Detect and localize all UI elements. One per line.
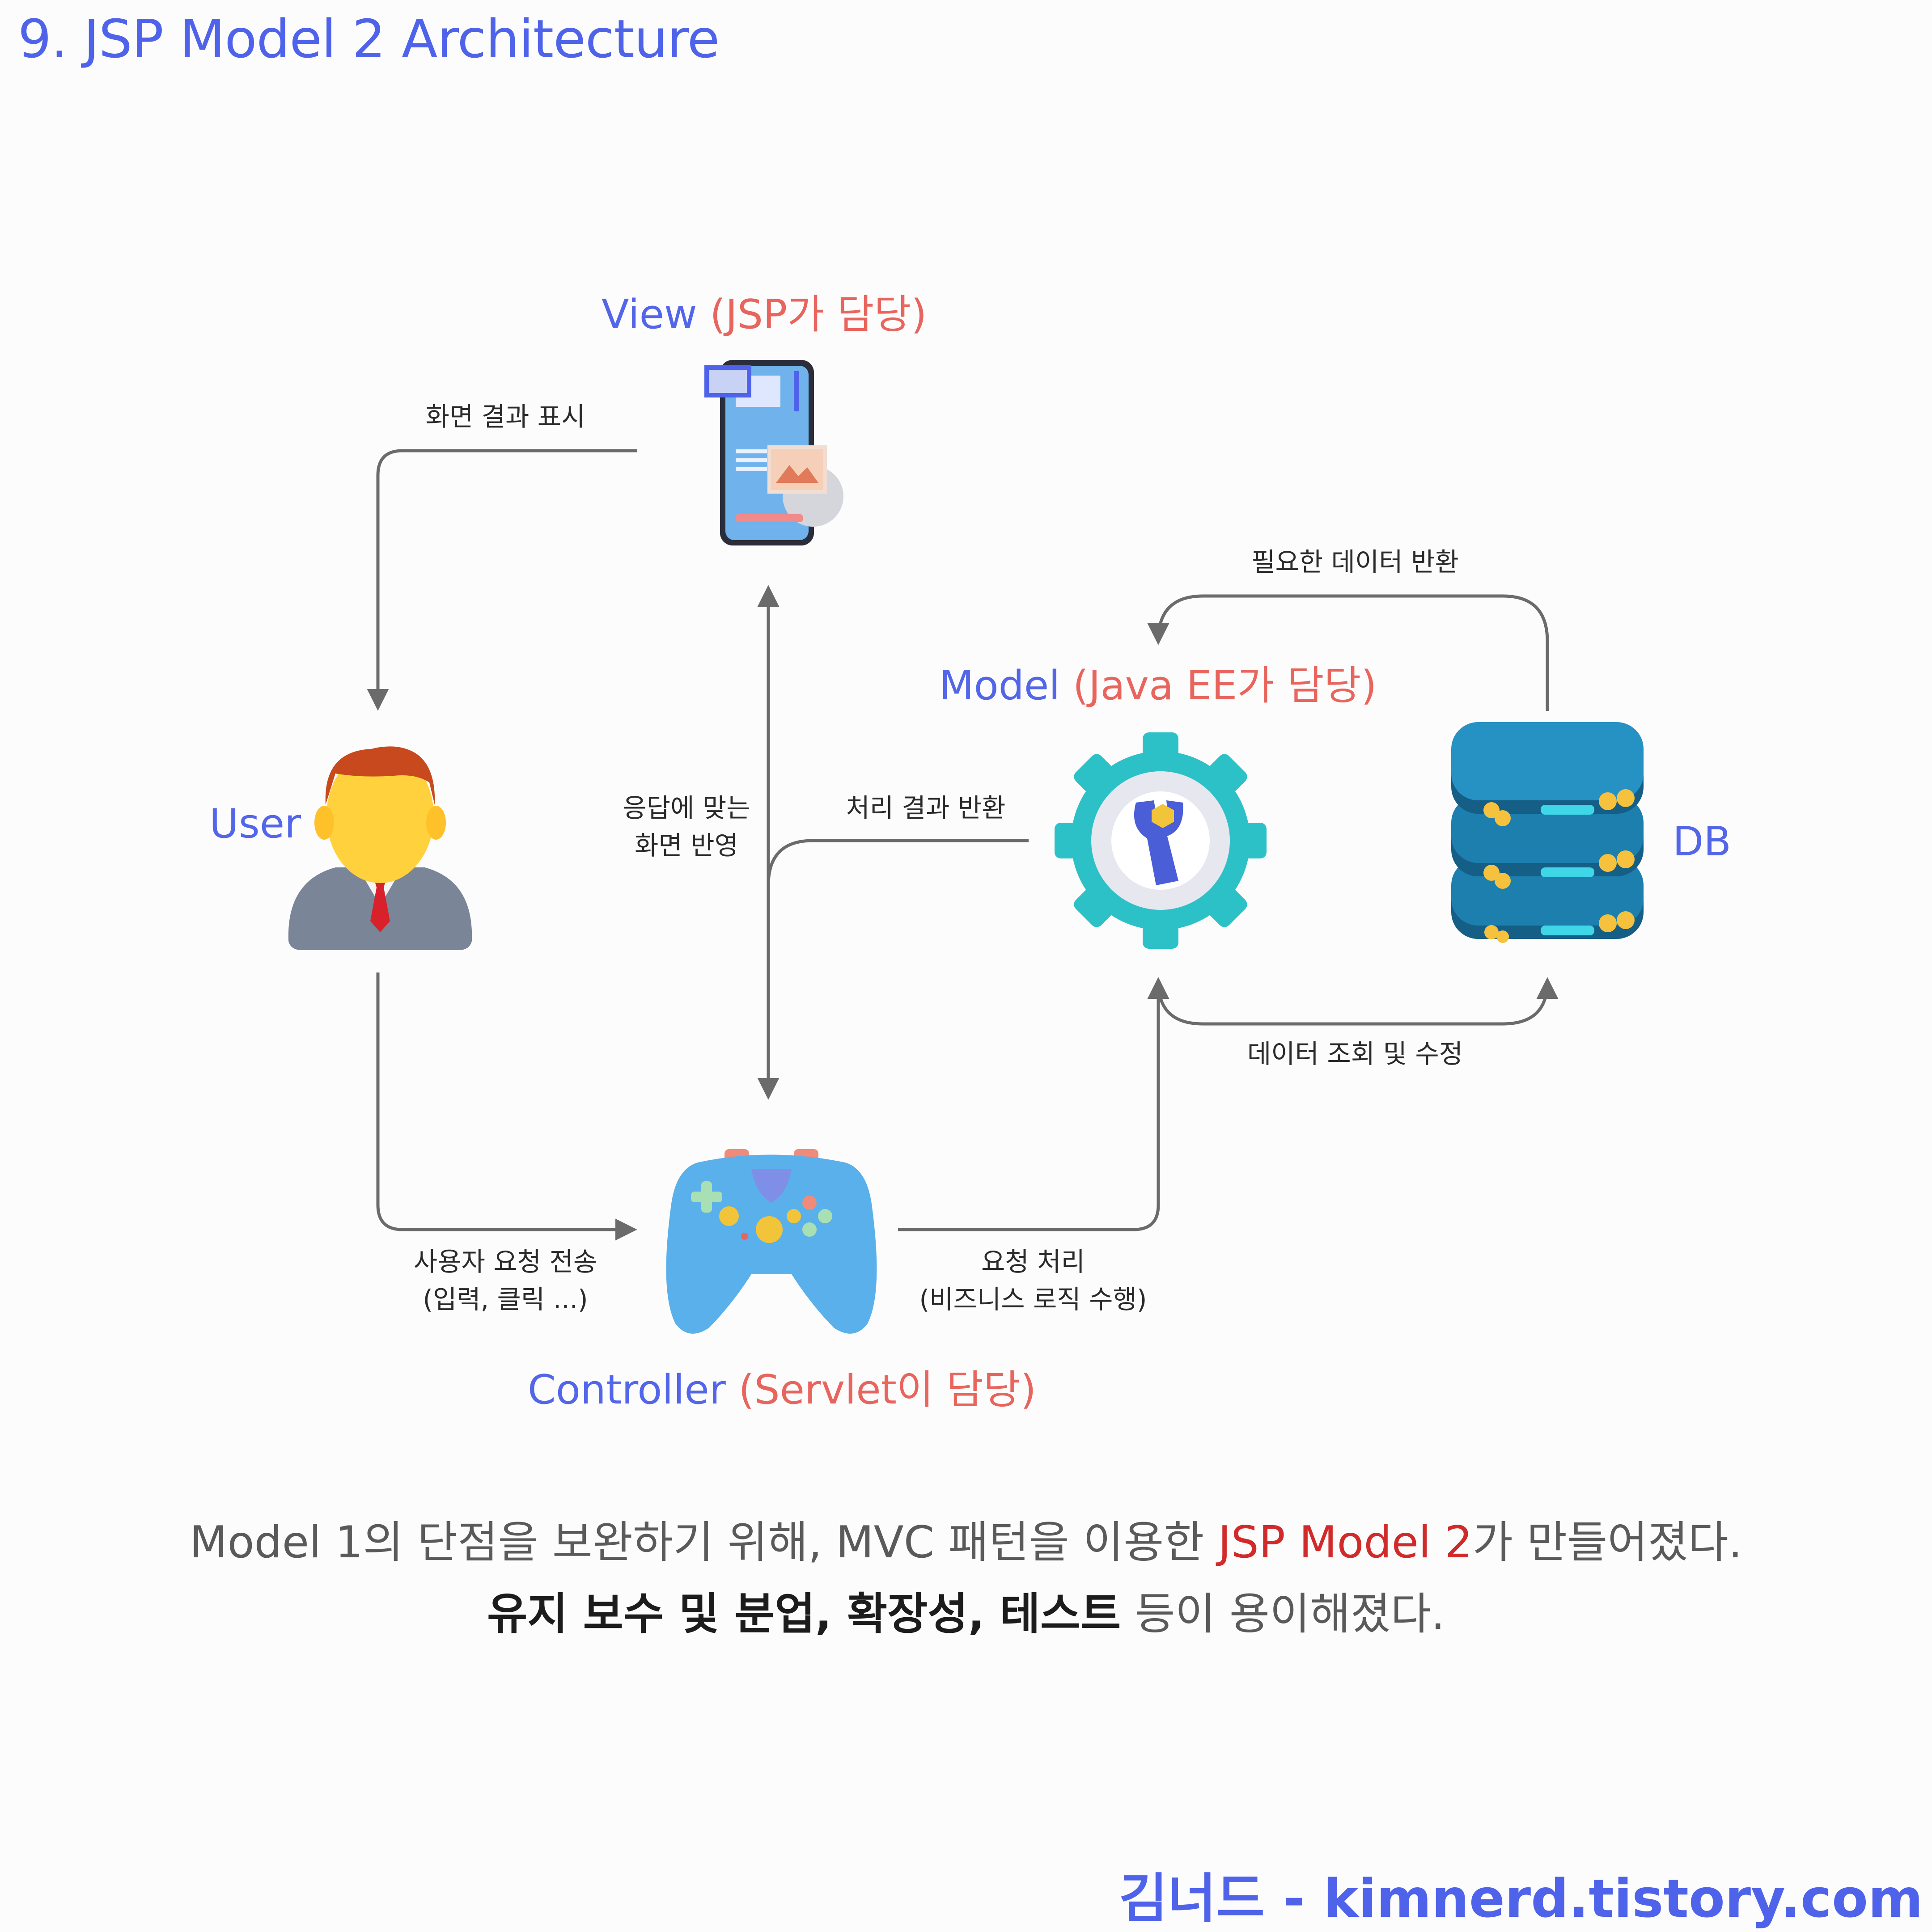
caption-line-1: Model 1의 단점을 보완하기 위해, MVC 패턴을 이용한 JSP Mo… [190, 1517, 1742, 1568]
model-role: (Java EE가 담당) [1072, 662, 1377, 709]
edge-controller-to-model [898, 977, 1169, 1231]
controller-name: Controller [528, 1366, 726, 1413]
gear-icon [1055, 732, 1267, 949]
caption-highlight: JSP Model 2 [1218, 1517, 1473, 1568]
edge-label-model-to-controller: 처리 결과 반환 [846, 793, 1006, 823]
phone-icon [704, 360, 843, 545]
edge-model-to-controller [767, 839, 1029, 886]
edge-view-to-user [367, 449, 637, 711]
controller-role: (Servlet이 담당) [738, 1366, 1036, 1413]
caption-line-2: 유지 보수 및 분업, 확장성, 테스트 등이 용이해졌다. [487, 1589, 1445, 1640]
user-avatar-icon [288, 746, 472, 950]
view-name: View [602, 291, 697, 338]
edge-label-view-to-user: 화면 결과 표시 [425, 402, 585, 432]
database-icon [1451, 722, 1644, 943]
edge-label-model-to-db: 데이터 조회 및 수정 [1247, 1039, 1463, 1069]
footer-credit: 김너드 - kimnerd.tistory.com [1119, 1868, 1923, 1929]
edge-label-db-to-model: 필요한 데이터 반환 [1251, 547, 1459, 577]
model-label: Model (Java EE가 담당) [939, 653, 1377, 711]
edge-model-to-db [1147, 977, 1559, 1026]
view-label: View (JSP가 담당) [602, 282, 927, 340]
gamepad-icon [666, 1149, 877, 1334]
db-label: DB [1673, 818, 1732, 865]
caption-bold: 유지 보수 및 분업, 확장성, 테스트 [487, 1589, 1121, 1640]
edge-db-to-model [1147, 594, 1549, 711]
page-title: 9. JSP Model 2 Architecture [18, 8, 720, 70]
user-label: User [209, 800, 301, 847]
edge-label-user-to-controller: 사용자 요청 전송 (입력, 클릭 ...) [413, 1247, 597, 1315]
model-name: Model [939, 662, 1060, 709]
view-role: (JSP가 담당) [710, 291, 927, 338]
controller-label: Controller (Servlet이 담당) [528, 1357, 1036, 1415]
edge-label-controller-to-model: 요청 처리 (비즈니스 로직 수행) [919, 1247, 1147, 1315]
edge-user-to-controller [376, 972, 637, 1241]
edge-label-controller-to-view: 응답에 맞는 화면 반영 [623, 793, 750, 861]
